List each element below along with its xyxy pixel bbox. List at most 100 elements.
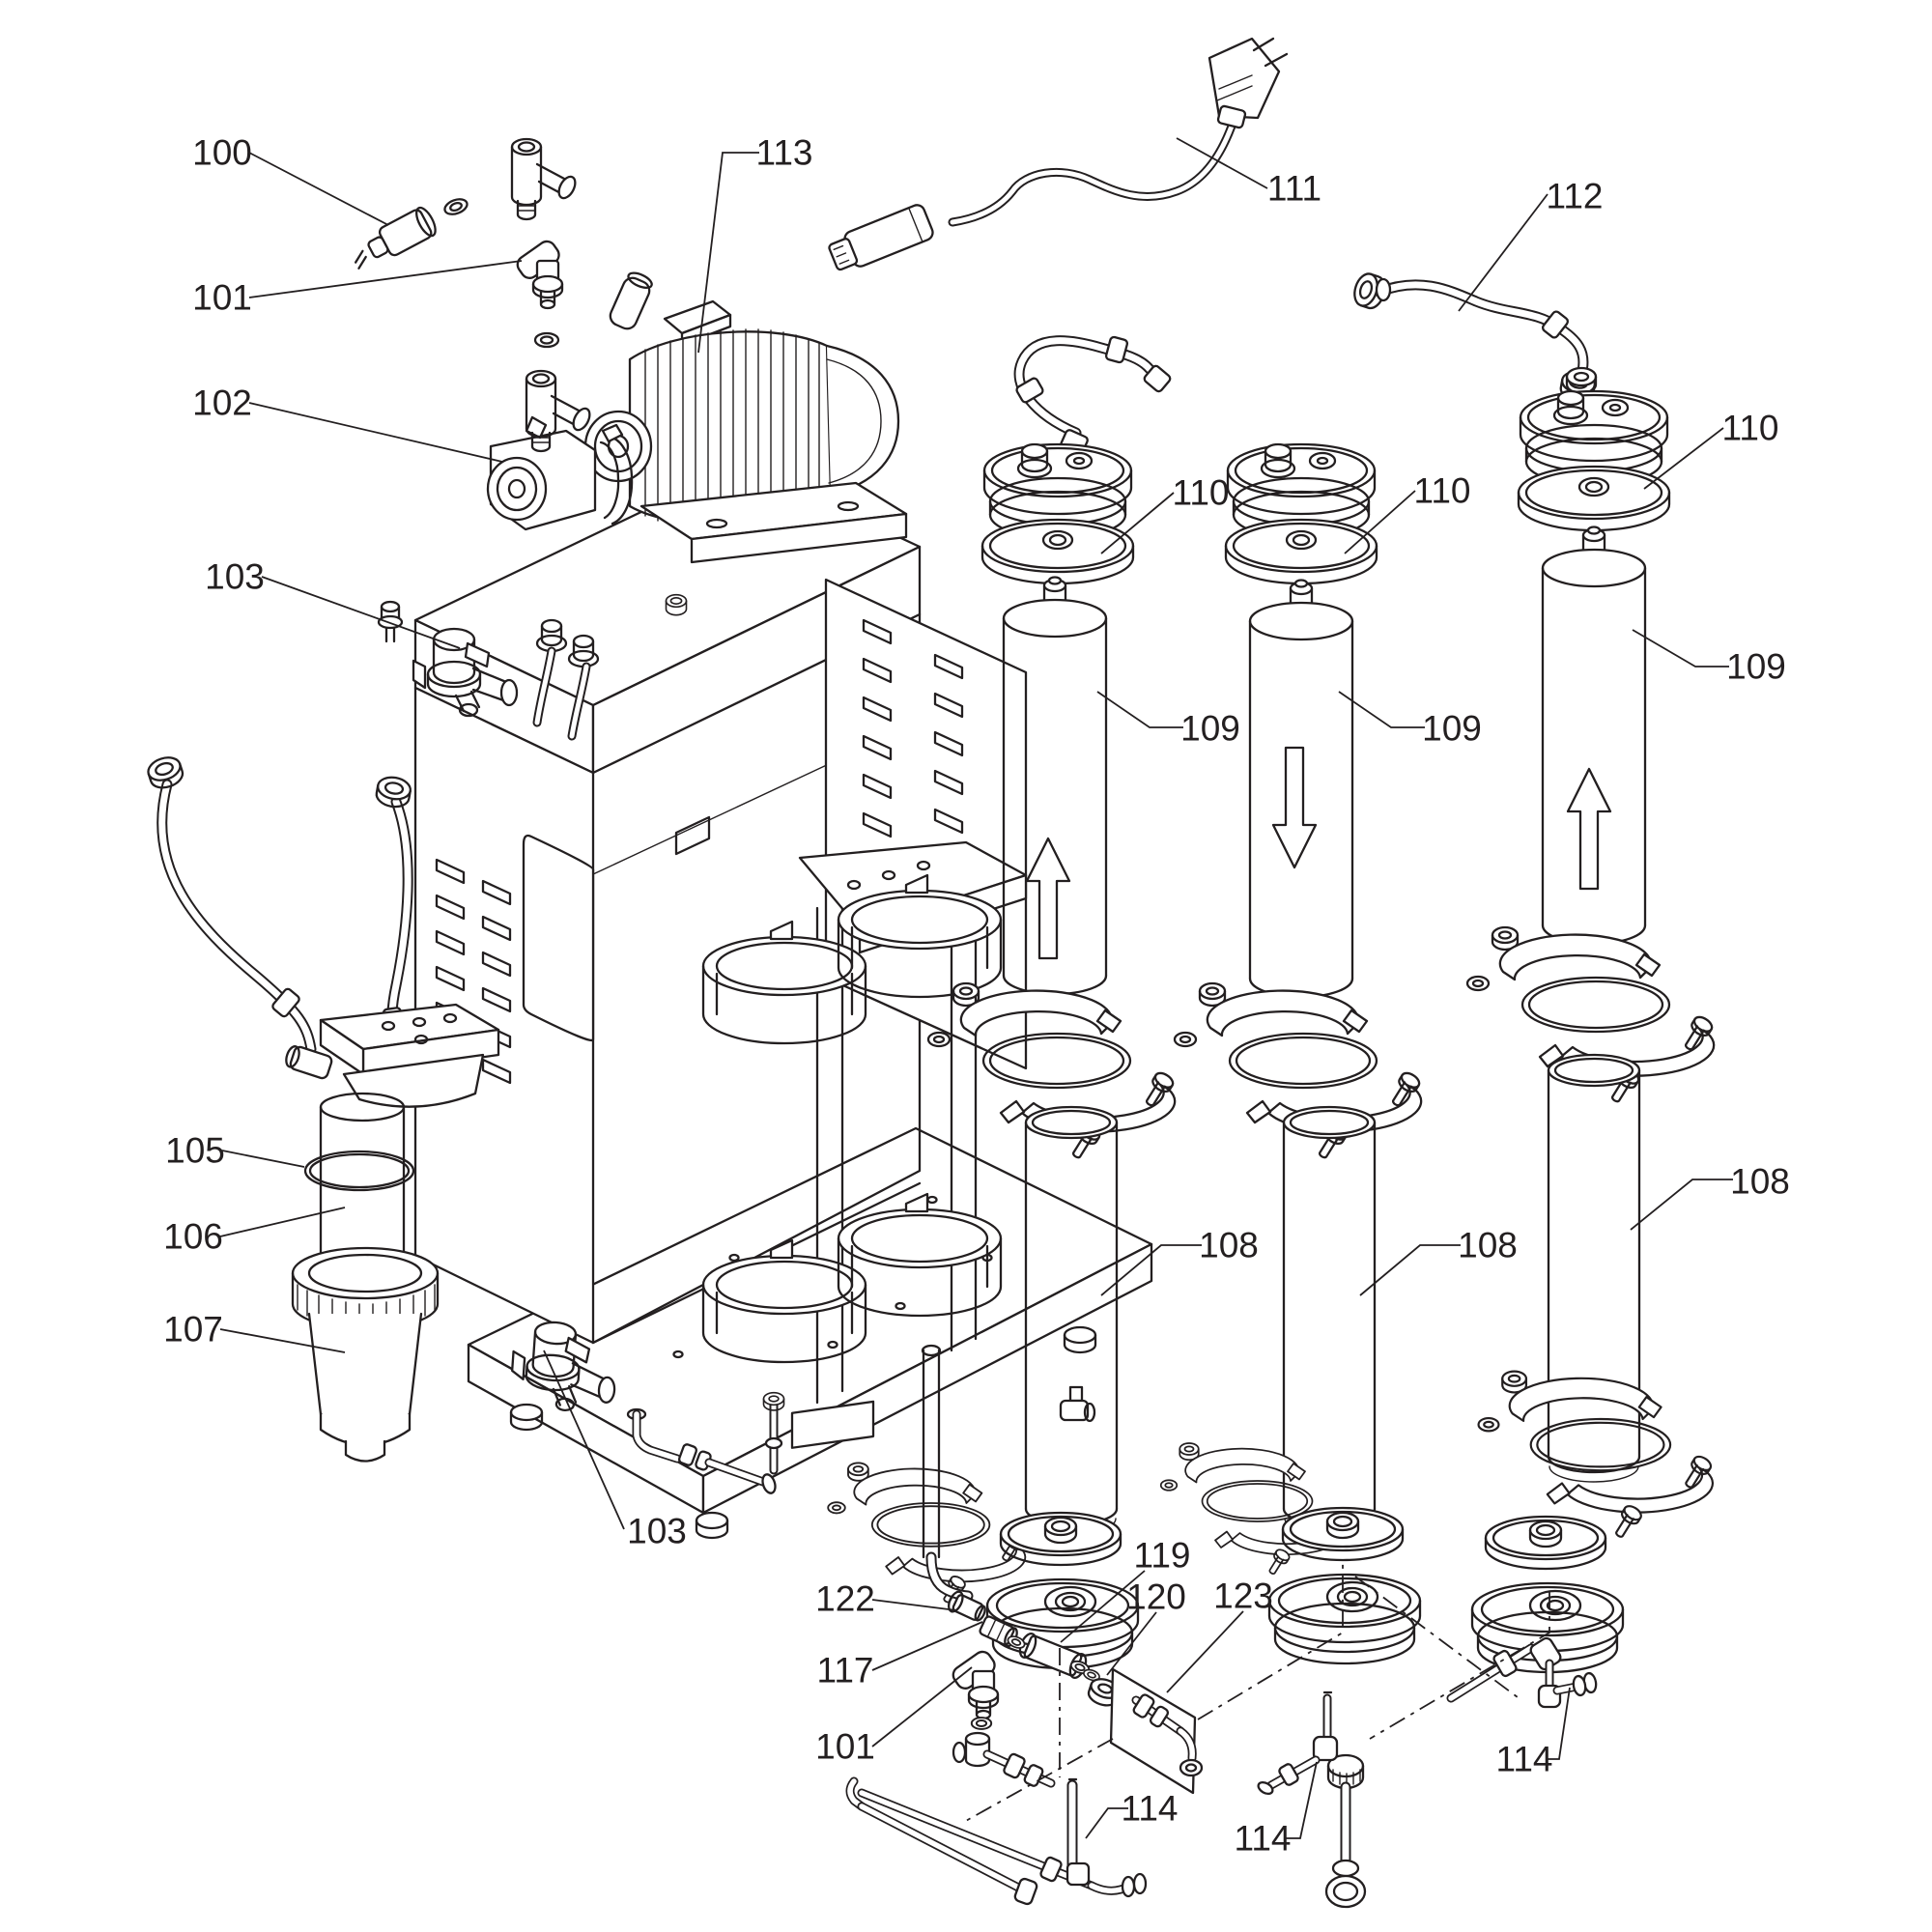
leader-line xyxy=(697,152,759,354)
part-number-text: 112 xyxy=(1547,177,1604,216)
filter-assembly-drawing xyxy=(144,753,500,1463)
part-number-text: 105 xyxy=(165,1131,225,1171)
leader-line xyxy=(1285,1761,1318,1839)
column3-bottom-clamp xyxy=(1479,1372,1714,1541)
leader-line xyxy=(1166,1610,1244,1693)
part-label-103: 103 xyxy=(543,1350,687,1551)
frame-foot xyxy=(1063,1325,1097,1354)
leader-line xyxy=(219,1328,346,1353)
part-label-106: 106 xyxy=(163,1207,346,1257)
leader-line xyxy=(219,1207,346,1237)
part-label-109: 109 xyxy=(1096,691,1240,749)
fitting-114-right-drawing xyxy=(1446,1636,1598,1709)
drain-manifold-drawing xyxy=(845,1344,1148,1906)
part-label-100: 100 xyxy=(192,133,389,226)
part-number-text: 120 xyxy=(1126,1577,1186,1617)
part-number-text: 103 xyxy=(205,557,265,597)
leader-line xyxy=(1100,492,1175,554)
column2-drawing xyxy=(1161,442,1422,1909)
power-cord-drawing xyxy=(828,37,1289,271)
power-plug xyxy=(1208,37,1289,129)
leader-line xyxy=(1344,490,1416,554)
tee-fitting xyxy=(510,137,580,221)
part-label-107: 107 xyxy=(163,1310,346,1353)
part-number-text: 107 xyxy=(163,1310,223,1350)
part-label-103: 103 xyxy=(205,557,461,649)
part-label-112: 112 xyxy=(1458,177,1604,312)
part-label-114: 114 xyxy=(1085,1789,1179,1839)
leader-line xyxy=(1106,1611,1157,1676)
part-number-text: 114 xyxy=(1235,1819,1292,1859)
part-label-101: 101 xyxy=(815,1666,973,1767)
leader-line xyxy=(1458,193,1548,312)
part-number-text: 123 xyxy=(1213,1577,1273,1616)
part-number-text: 108 xyxy=(1730,1162,1790,1202)
valve-101-bottom xyxy=(949,1647,1000,1720)
part-label-110: 110 xyxy=(1344,471,1471,554)
part-label-114: 114 xyxy=(1496,1687,1571,1779)
part-number-text: 106 xyxy=(163,1217,223,1257)
capacitor xyxy=(609,271,653,330)
leader-line xyxy=(543,1350,625,1530)
part-label-123: 123 xyxy=(1166,1577,1273,1693)
part-label-110: 110 xyxy=(1100,473,1230,554)
leader-line xyxy=(1060,1570,1146,1643)
column2-cap xyxy=(1224,442,1378,585)
part-number-text: 122 xyxy=(815,1579,875,1619)
leader-line xyxy=(1547,1687,1571,1760)
leader-line xyxy=(248,402,503,463)
leader-line xyxy=(261,576,461,649)
part-number-text: 109 xyxy=(1180,709,1240,749)
base-left-elbow-drawing xyxy=(626,1391,785,1494)
reducer-122 xyxy=(948,1590,986,1622)
part-number-text: 114 xyxy=(1496,1740,1553,1779)
leader-line xyxy=(1085,1807,1128,1839)
part-number-text: 111 xyxy=(1267,169,1321,209)
leader-line xyxy=(1096,691,1183,728)
column3-housing xyxy=(1547,1053,1641,1484)
part-label-113: 113 xyxy=(697,133,813,354)
leader-line xyxy=(871,1599,957,1611)
part-label-122: 122 xyxy=(815,1579,957,1619)
part-number-text: 108 xyxy=(1458,1226,1518,1265)
pump-head-drawing xyxy=(486,415,634,531)
leader-line xyxy=(248,152,389,226)
base-elbow-fitting xyxy=(1059,1385,1096,1423)
part-label-108: 108 xyxy=(1359,1226,1518,1296)
part-label-108: 108 xyxy=(1100,1226,1259,1296)
column3-drawing xyxy=(1467,366,1715,1674)
part-label-114: 114 xyxy=(1235,1761,1318,1859)
part-label-110: 110 xyxy=(1643,409,1779,490)
part-number-text: 103 xyxy=(627,1512,687,1551)
cord-connector xyxy=(828,204,934,271)
part-number-text: 110 xyxy=(1722,409,1779,448)
frame-foot xyxy=(695,1511,729,1540)
part-label-109: 109 xyxy=(1338,691,1482,749)
part-number-text: 114 xyxy=(1122,1789,1179,1829)
part-number-text: 100 xyxy=(192,133,252,173)
leader-line xyxy=(1632,629,1729,668)
leader-line xyxy=(871,1621,983,1671)
leader-line xyxy=(1100,1244,1202,1296)
part-label-105: 105 xyxy=(165,1131,305,1171)
barb-fitting xyxy=(377,600,404,643)
leader-line xyxy=(1176,137,1268,189)
leader-line xyxy=(871,1666,973,1747)
valve-101-top-drawing xyxy=(513,237,564,349)
leader-line xyxy=(1359,1244,1461,1296)
chassis-frame-drawing xyxy=(377,462,1153,1540)
part-number-text: 109 xyxy=(1422,709,1482,749)
frame-foot xyxy=(509,1403,544,1432)
column2-bottom-cap xyxy=(1267,1506,1422,1665)
short-hose-drawing xyxy=(1013,335,1172,456)
leader-line xyxy=(1643,427,1724,490)
part-label-117: 117 xyxy=(817,1621,983,1690)
hose-112-drawing xyxy=(1350,270,1598,405)
part-number-text: 102 xyxy=(192,384,252,423)
part-label-120: 120 xyxy=(1106,1577,1186,1676)
part-number-text: 108 xyxy=(1199,1226,1259,1265)
column1-cap xyxy=(980,442,1135,585)
leader-line xyxy=(1338,691,1425,728)
